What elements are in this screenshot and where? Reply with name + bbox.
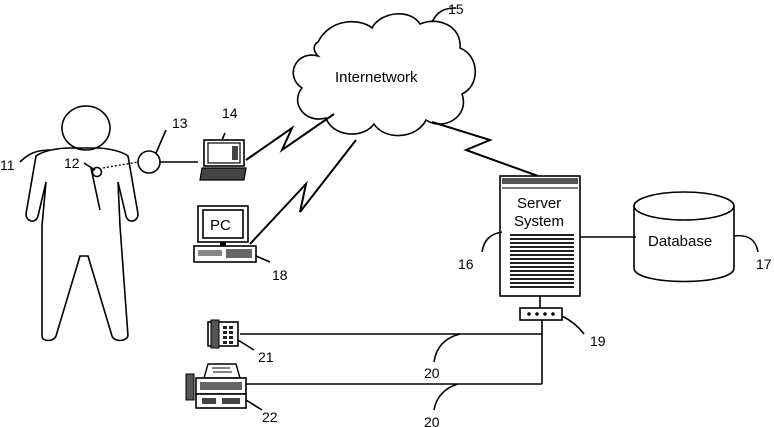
ref-13: 13 bbox=[172, 115, 188, 131]
patient-figure bbox=[26, 106, 138, 341]
monitor-device-13 bbox=[138, 130, 198, 173]
ref-15: 15 bbox=[448, 1, 464, 17]
database-label: Database bbox=[648, 233, 712, 250]
wireless-link-pc bbox=[250, 140, 356, 244]
wireless-link-laptop bbox=[246, 114, 334, 160]
database-17: Database bbox=[634, 192, 758, 282]
ref-18: 18 bbox=[272, 267, 288, 283]
ref-17: 17 bbox=[756, 256, 772, 272]
server-system-16: Server System bbox=[482, 176, 580, 296]
ref-16: 16 bbox=[458, 256, 474, 272]
ref-19: 19 bbox=[590, 333, 606, 349]
wireless-link-server bbox=[432, 122, 538, 176]
server-label-line2: System bbox=[514, 213, 564, 230]
phone-lines bbox=[240, 334, 542, 410]
ref-12: 12 bbox=[64, 155, 80, 171]
pc-screen-label: PC bbox=[210, 217, 231, 234]
fax-machine-22 bbox=[186, 364, 262, 410]
modem-19 bbox=[520, 296, 584, 384]
ref-21: 21 bbox=[258, 349, 274, 365]
ref-22: 22 bbox=[262, 409, 278, 425]
internetwork-cloud: Internetwork bbox=[293, 8, 475, 136]
ref-20-lower: 20 bbox=[424, 414, 440, 427]
ref-11: 11 bbox=[0, 157, 15, 173]
internetwork-label: Internetwork bbox=[335, 69, 418, 86]
server-label-line1: Server bbox=[517, 195, 561, 212]
ref-14: 14 bbox=[222, 105, 238, 121]
telephone-21 bbox=[208, 320, 254, 350]
laptop-14 bbox=[200, 133, 246, 180]
ref-20-upper: 20 bbox=[424, 365, 440, 381]
